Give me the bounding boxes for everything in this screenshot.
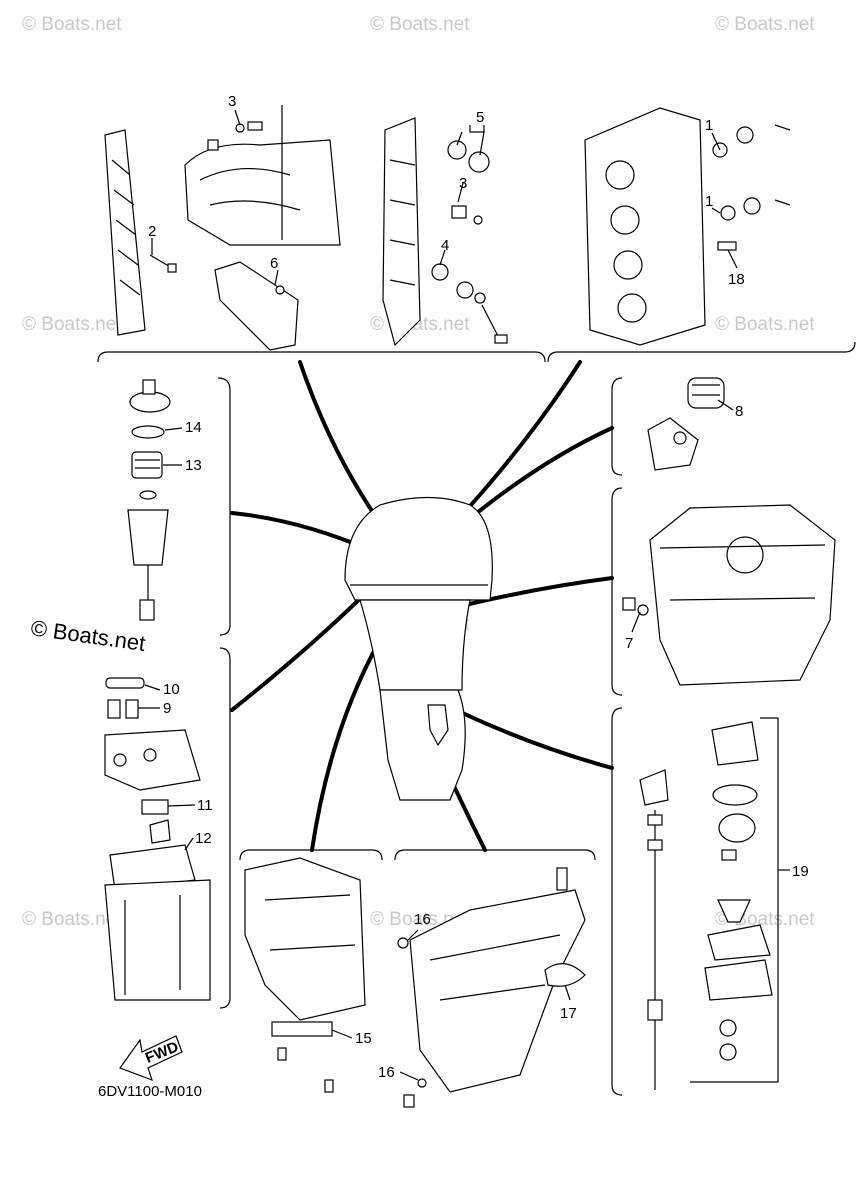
callout-5: 5 [476, 109, 484, 126]
part-fuel-filter [127, 379, 171, 621]
callout-3-upper: 3 [228, 93, 236, 110]
callout-12: 12 [195, 830, 212, 847]
part-manifold [382, 117, 508, 347]
callout-13: 13 [185, 457, 202, 474]
callout-2: 2 [148, 223, 156, 240]
part-oil-pan [622, 504, 836, 686]
callout-6: 6 [270, 255, 278, 272]
watermark-top-left: © Boats.net [22, 14, 122, 35]
watermark-top-center: © Boats.net [370, 14, 470, 35]
watermark-top-right: © Boats.net [715, 14, 815, 35]
part-lower-unit [397, 867, 586, 1108]
callout-16-upper: 16 [414, 911, 431, 928]
watermark-mid-left: © Boats.net [22, 314, 122, 335]
callout-10: 10 [163, 681, 180, 698]
fwd-arrow: FWD [119, 1035, 183, 1082]
callout-4: 4 [441, 237, 449, 254]
callout-9: 9 [163, 700, 171, 717]
part-water-pump [639, 717, 790, 1090]
watermark-mid-right: © Boats.net [715, 314, 815, 335]
part-exhaust-cover [104, 129, 177, 336]
callout-18: 18 [728, 271, 745, 288]
callout-16-lower: 16 [378, 1064, 395, 1081]
fwd-label: FWD [143, 1038, 181, 1067]
callout-1-lower: 1 [705, 193, 713, 210]
callout-15: 15 [355, 1030, 372, 1047]
outboard-engine [344, 496, 493, 801]
part-cylinder-head [584, 107, 791, 346]
callout-numbers: 1 1 2 3 3 4 5 6 7 8 9 10 11 12 13 14 15 … [148, 93, 809, 1081]
callout-19: 19 [792, 863, 809, 880]
part-cylinder-block-top [184, 121, 341, 351]
watermark-bold: © Boats.net [29, 615, 147, 656]
part-vapor-separator [104, 677, 211, 1001]
callout-1-upper: 1 [705, 117, 713, 134]
watermark-low-left: © Boats.net [22, 909, 122, 930]
callout-11: 11 [197, 797, 213, 814]
part-oil-filter [647, 377, 725, 471]
part-swivel-bracket [244, 857, 366, 1093]
callout-8: 8 [735, 403, 743, 420]
callout-3-lower: 3 [459, 175, 467, 192]
diagram-code: 6DV1100-M010 [98, 1083, 202, 1100]
callout-17: 17 [560, 1005, 577, 1022]
callout-leaders [138, 105, 738, 1081]
callout-14: 14 [185, 419, 202, 436]
callout-7: 7 [625, 635, 633, 652]
